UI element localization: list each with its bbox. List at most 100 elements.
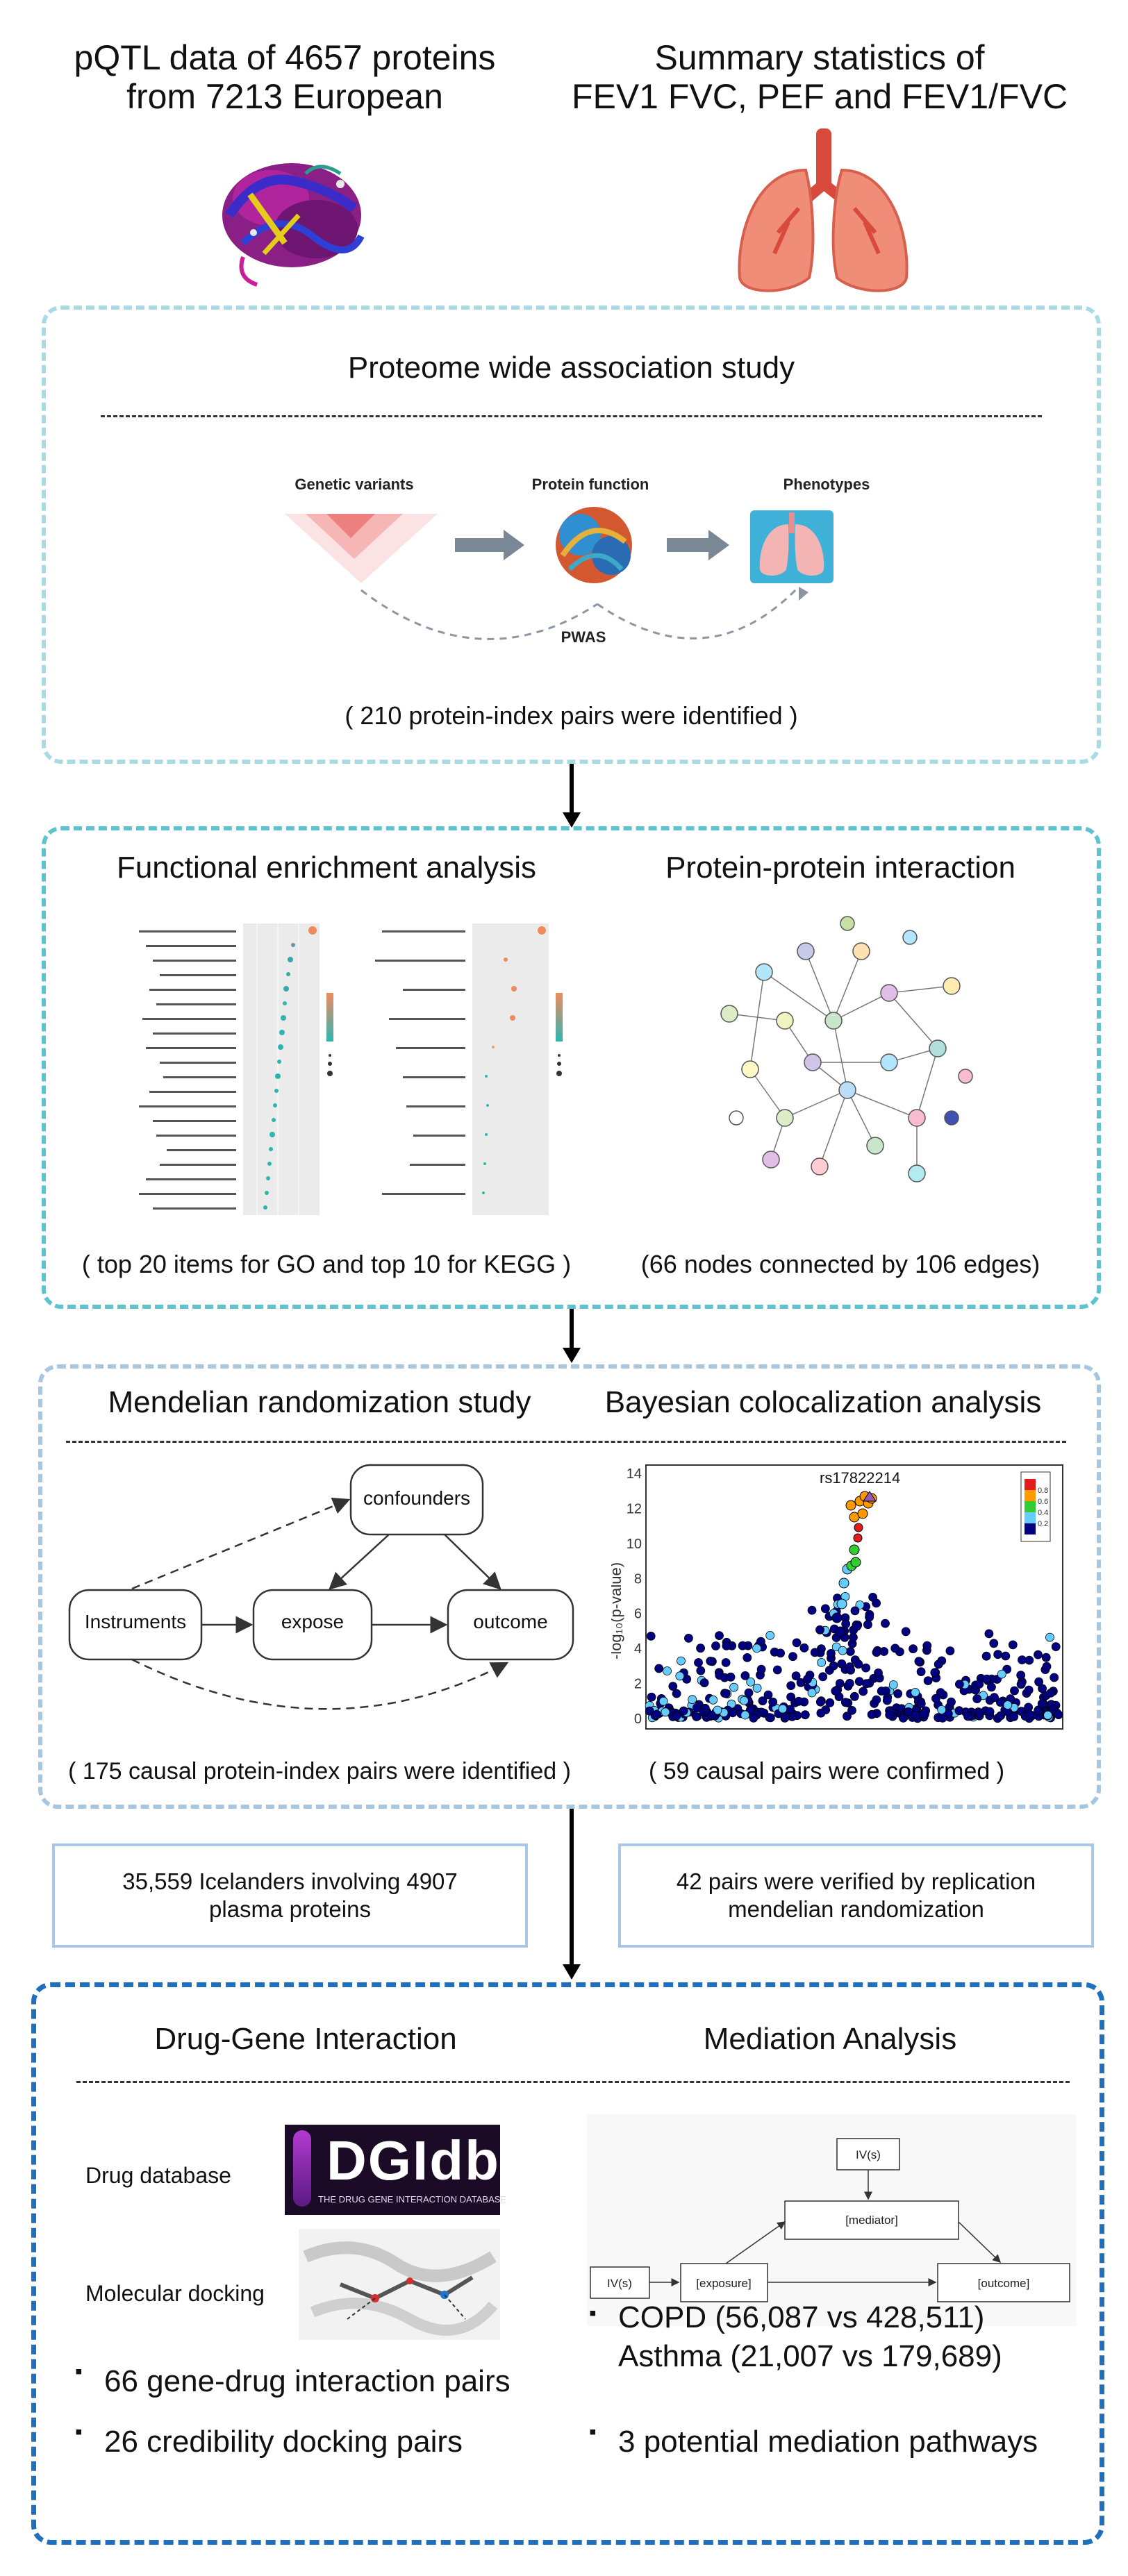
expose-label: expose (281, 1611, 345, 1632)
snp-point (778, 1704, 788, 1714)
snp-point (699, 1678, 709, 1688)
snp-point (847, 1705, 856, 1715)
mr-divider (66, 1441, 1066, 1443)
snp-point (647, 1692, 656, 1702)
bullet-copd-asthma: COPD (56,087 vs 428,511) Asthma (21,007 … (589, 2294, 1002, 2376)
pwas-label: PWAS (561, 628, 606, 646)
snp-point (820, 1604, 830, 1614)
dgidb-subtitle: THE DRUG GENE INTERACTION DATABASE (318, 2194, 507, 2205)
snp-point (888, 1680, 898, 1689)
icelanders-box (52, 1843, 528, 1948)
snp-point (1051, 1642, 1061, 1652)
med-outcome: [outcome] (978, 2277, 1030, 2290)
y-tick-label: 14 (627, 1466, 642, 1482)
snp-point (711, 1641, 720, 1650)
snp-point (661, 1707, 670, 1717)
snp-point (646, 1631, 656, 1641)
protein-function-image (556, 507, 632, 583)
snp-point (663, 1666, 672, 1675)
snp-point (937, 1705, 947, 1714)
bullet-copd: COPD (56,087 vs 428,511) (618, 2300, 985, 2334)
pwas-divider (101, 415, 1042, 417)
snp-point (1009, 1712, 1019, 1721)
kegg-dotplot (375, 923, 563, 1215)
snp-point (728, 1708, 738, 1718)
snp-point (749, 1713, 758, 1723)
snp-point (721, 1689, 731, 1698)
snp-point (668, 1682, 678, 1691)
snp-point (713, 1705, 722, 1715)
ppi-note: (66 nodes connected by 106 edges) (640, 1250, 1040, 1278)
snp-point (815, 1625, 824, 1634)
snp-point (867, 1709, 877, 1719)
snp-point (931, 1693, 940, 1703)
snp-point (729, 1682, 739, 1692)
snp-point (1043, 1710, 1052, 1720)
snp-point (677, 1656, 686, 1666)
snp-point (791, 1671, 801, 1681)
snp-point (1042, 1662, 1052, 1671)
ld-legend: 0.8 0.6 0.4 0.2 (1020, 1471, 1051, 1542)
snp-point (882, 1696, 892, 1705)
arrow-right-1 (455, 530, 524, 560)
snp-point (726, 1672, 736, 1682)
arrow-down-2 (563, 1309, 581, 1363)
snp-point (901, 1627, 911, 1637)
snp-point (803, 1674, 812, 1684)
snp-point (752, 1683, 762, 1693)
snp-point (692, 1703, 702, 1713)
snp-point (788, 1652, 797, 1662)
ppi-title: Protein-protein interaction (665, 851, 1015, 885)
enrichment-title: Functional enrichment analysis (116, 851, 537, 885)
enrichment-note: ( top 20 items for GO and top 10 for KEG… (81, 1250, 572, 1278)
snp-point (692, 1712, 702, 1721)
pqtl-title-line1: pQTL data of 4657 proteins (74, 38, 496, 77)
protein-structure-image (222, 163, 365, 287)
y-tick-label: 6 (634, 1607, 642, 1622)
snp-point (987, 1682, 996, 1692)
snp-point (848, 1632, 858, 1642)
snp-point (1034, 1706, 1043, 1716)
snp-point (872, 1598, 881, 1608)
snp-point (722, 1641, 731, 1650)
snp-point (825, 1698, 835, 1707)
snp-point (688, 1695, 697, 1705)
snp-point (840, 1698, 850, 1707)
snp-point (911, 1687, 920, 1697)
snp-point (706, 1710, 716, 1720)
snp-point (756, 1637, 765, 1646)
snp-point (1037, 1699, 1047, 1709)
snp-point (916, 1699, 926, 1708)
y-tick-label: 2 (634, 1677, 642, 1692)
snp-point (984, 1629, 994, 1639)
snp-point (849, 1691, 859, 1701)
molecular-docking-label: Molecular docking (85, 2281, 265, 2306)
snp-point (879, 1647, 889, 1656)
snp-point (982, 1674, 992, 1684)
snp-point (740, 1671, 750, 1680)
mr-title: Mendelian randomization study (108, 1385, 531, 1419)
outcome-node (447, 1589, 574, 1661)
snp-point (740, 1710, 750, 1720)
snp-point (672, 1689, 681, 1698)
snp-point (810, 1648, 820, 1657)
mr-causal-diagram (68, 1464, 574, 1710)
snp-point (993, 1650, 1003, 1659)
snp-point (1016, 1680, 1026, 1689)
final-divider (76, 2081, 1070, 2083)
snp-point (881, 1619, 890, 1628)
snp-point (974, 1680, 984, 1689)
snp-point (845, 1647, 855, 1656)
instruments-label: Instruments (84, 1611, 187, 1632)
icelanders-line1: 35,559 Icelanders involving 4907 (122, 1868, 458, 1894)
snp-point (1050, 1673, 1059, 1682)
snp-point (954, 1706, 964, 1716)
arrow-down-1 (563, 764, 581, 828)
y-tick-label: 0 (634, 1712, 642, 1727)
snp-point (763, 1690, 773, 1700)
y-tick-label: 10 (627, 1537, 642, 1552)
summary-stats-line1: Summary statistics of (654, 38, 985, 77)
snp-point (855, 1600, 865, 1609)
snp-label: rs17822214 (820, 1469, 900, 1487)
